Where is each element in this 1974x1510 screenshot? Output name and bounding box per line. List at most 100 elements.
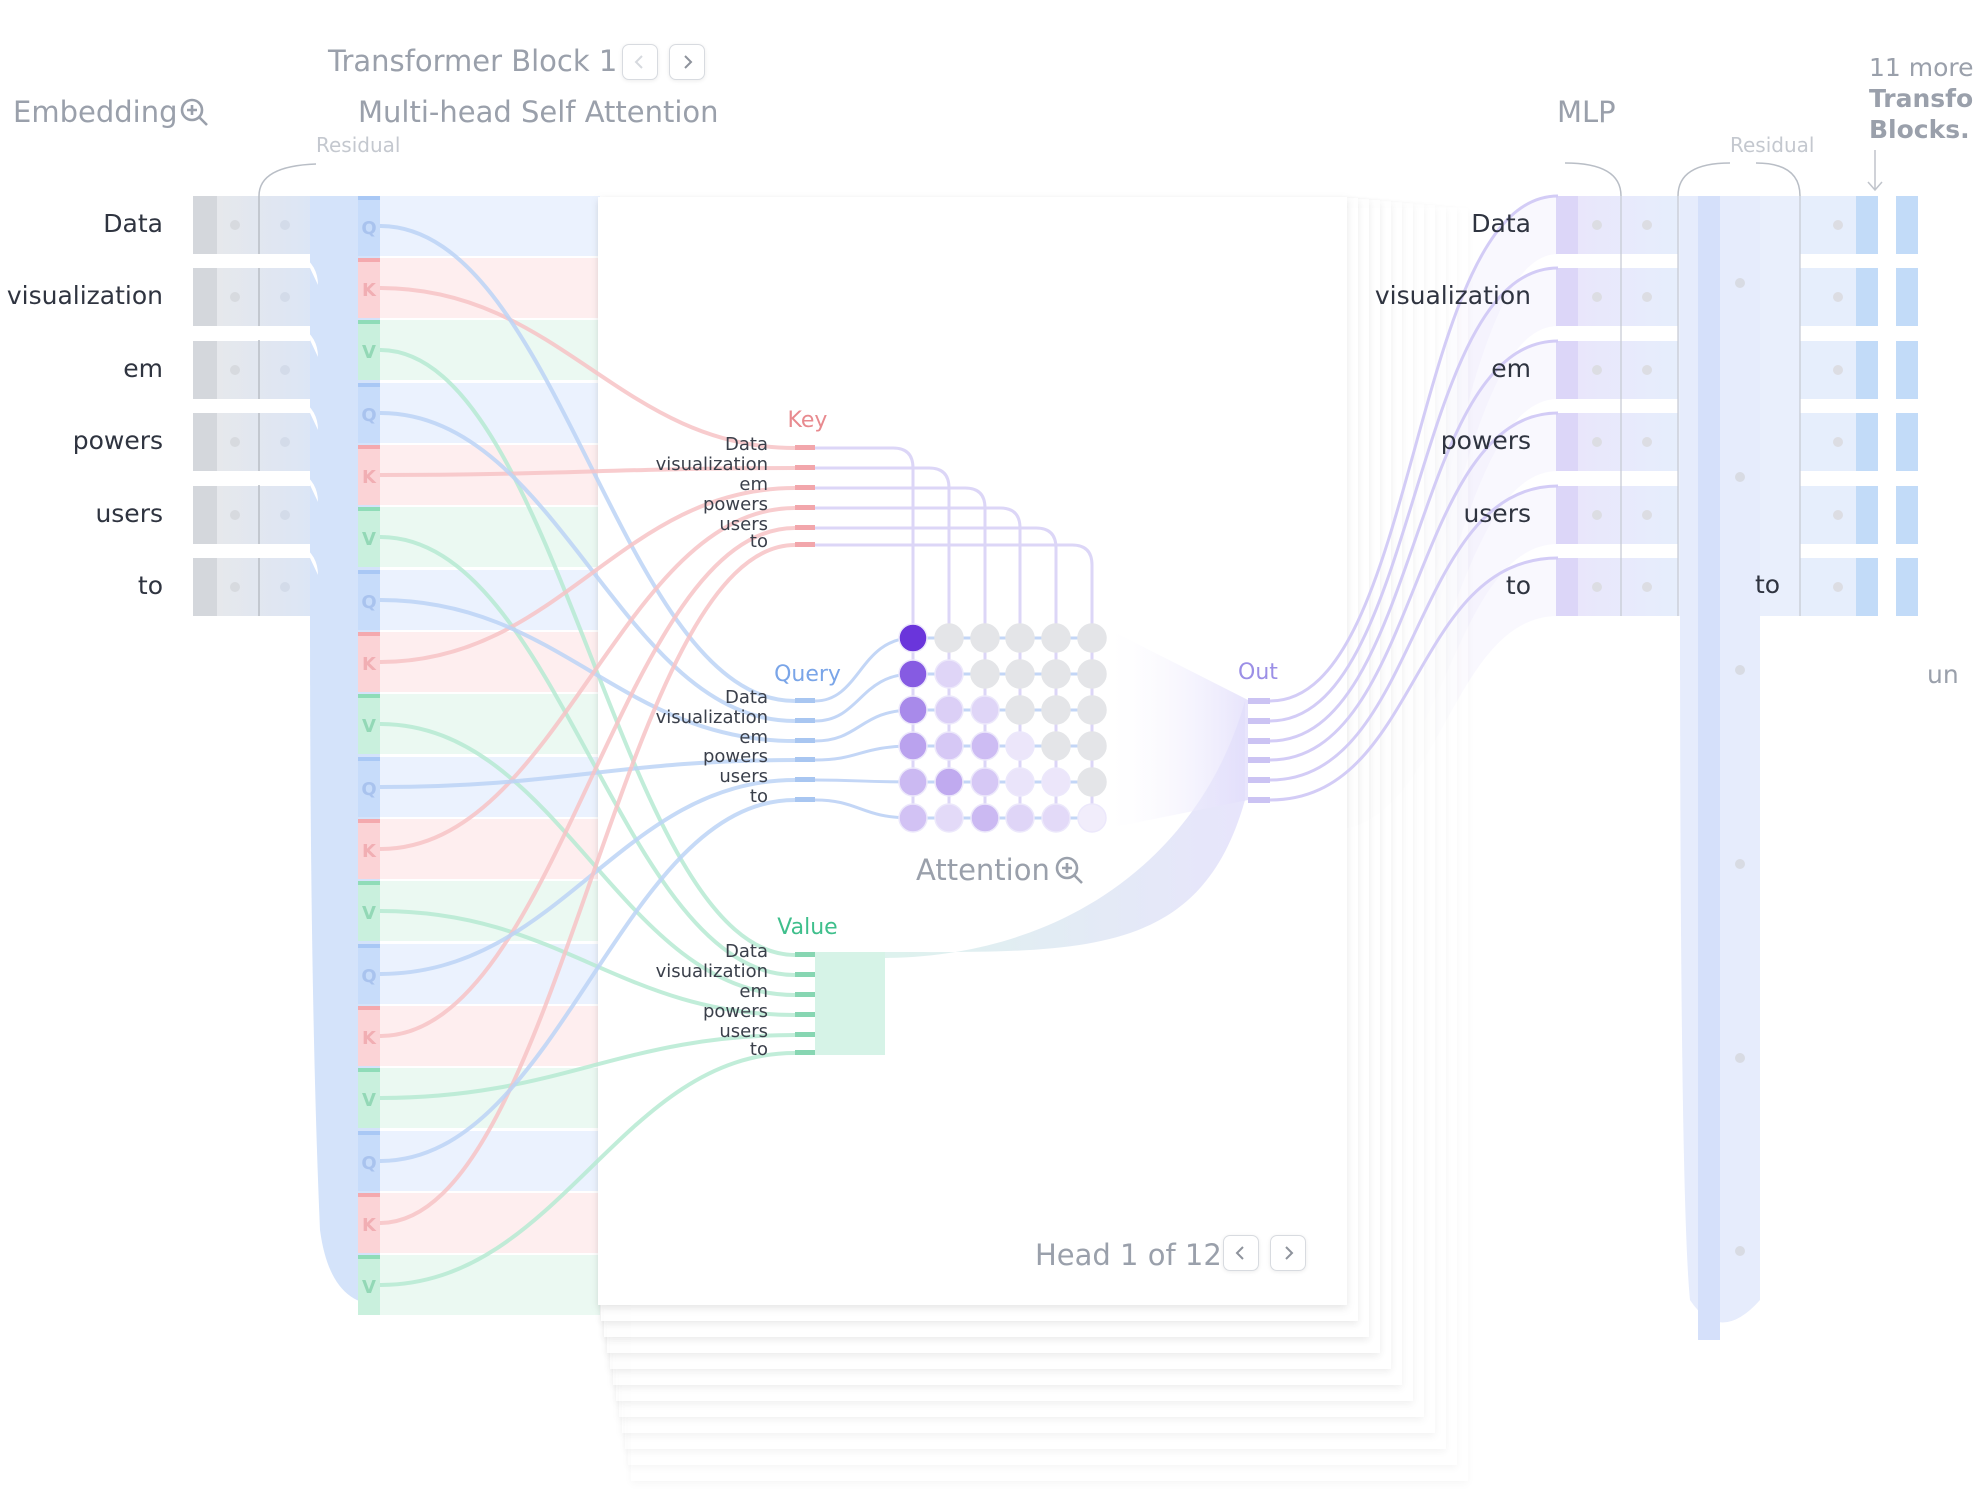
next-block-cell — [1856, 196, 1878, 254]
mlp-dot — [1642, 582, 1652, 592]
mlp-output-vector — [1800, 196, 1856, 254]
query-token-label: users — [719, 766, 768, 787]
out-label: Out — [1238, 660, 1278, 685]
embedding-dot — [230, 510, 240, 520]
next-head-button[interactable] — [1270, 1235, 1306, 1271]
embedding-dot — [230, 582, 240, 592]
out-tick — [1248, 757, 1270, 763]
residual-bracket — [1677, 162, 1801, 197]
attention-cell — [934, 767, 964, 797]
value-tick — [795, 972, 815, 977]
qkv-vector — [380, 196, 600, 256]
value-block — [815, 952, 885, 1055]
qkv-cell — [358, 1193, 380, 1253]
residual-label-mlp: Residual — [1730, 133, 1815, 157]
attention-zoom-button[interactable] — [1053, 854, 1087, 888]
key-flow — [379, 286, 796, 450]
mlp-dot — [1833, 365, 1843, 375]
residual-label: Residual — [316, 133, 401, 157]
qkv-divider — [358, 507, 380, 511]
out-tick — [1248, 698, 1270, 704]
attention-cell — [1077, 731, 1107, 761]
embedding-dot — [280, 582, 290, 592]
value-flow — [379, 722, 796, 997]
attention-cell — [1041, 731, 1071, 761]
more-blocks-label[interactable]: 11 more Transfo Blocks. — [1869, 52, 1974, 145]
next-block-button[interactable] — [669, 44, 705, 80]
query-token-label: visualization — [655, 707, 768, 728]
chevron-left-icon — [1235, 1246, 1244, 1260]
row-gap — [193, 254, 318, 285]
value-flow — [379, 909, 796, 1017]
qkv-cell — [358, 1068, 380, 1128]
qkv-cell — [358, 507, 380, 567]
qkv-divider — [358, 320, 380, 324]
query-flow — [379, 411, 796, 723]
more-blocks-count: 11 more — [1869, 53, 1974, 82]
embedding-token-label: users — [95, 499, 163, 528]
qkv-divider — [358, 819, 380, 823]
qkv-letter-q: Q — [361, 592, 376, 613]
key-flow — [379, 486, 796, 664]
qkv-letter-q: Q — [361, 779, 376, 800]
attention-cell — [1005, 659, 1035, 689]
mlp-token-label: to — [1505, 571, 1531, 600]
next-block-cell — [1856, 268, 1878, 326]
next-block-cell — [1856, 486, 1878, 544]
prev-head-button[interactable] — [1223, 1235, 1259, 1271]
key-tick — [795, 485, 815, 490]
attention-cell — [1077, 803, 1107, 833]
multi-head-attention-title: Multi-head Self Attention — [358, 95, 719, 129]
mlp-token-label: em — [1491, 354, 1531, 383]
mlp-output-vector — [1800, 268, 1856, 326]
value-tick — [795, 952, 815, 957]
qkv-divider — [358, 632, 380, 636]
next-block-cell — [1896, 196, 1918, 254]
key-label: Key — [787, 408, 828, 433]
embedding-dot — [280, 437, 290, 447]
prev-block-button[interactable] — [622, 44, 658, 80]
attention-cell — [1077, 659, 1107, 689]
mlp-dot — [1642, 292, 1652, 302]
mlp-dot — [1592, 220, 1602, 230]
row-gap — [193, 471, 318, 502]
mlp-output-vector — [1800, 558, 1856, 616]
qkv-divider — [358, 383, 380, 387]
embedding-cell — [193, 196, 217, 254]
query-flow — [379, 224, 796, 703]
qkv-cell — [358, 445, 380, 505]
value-label: Value — [777, 915, 838, 940]
value-token-label: powers — [702, 1001, 768, 1022]
query-flow — [379, 798, 796, 1163]
mlp-dot — [1642, 365, 1652, 375]
qkv-letter-q: Q — [361, 218, 376, 239]
out-to-mlp-flow — [1269, 266, 1559, 723]
chevron-right-icon — [684, 55, 693, 69]
mlp-dot — [1592, 510, 1602, 520]
qkv-cell — [358, 694, 380, 754]
out-tick — [1248, 777, 1270, 783]
mlp-input-cell — [1556, 486, 1578, 544]
qkv-divider — [358, 1068, 380, 1072]
mlp-token-label: visualization — [1374, 281, 1531, 310]
zoom-in-icon — [180, 98, 208, 126]
qkv-vector — [380, 1131, 600, 1191]
qkv-vector — [380, 632, 600, 692]
embedding-dot — [280, 292, 290, 302]
key-token-label: to — [749, 531, 768, 552]
embedding-zoom-button[interactable] — [178, 96, 212, 130]
qkv-letter-k: K — [362, 841, 377, 862]
mlp-dot — [1592, 437, 1602, 447]
query-tick — [795, 698, 815, 703]
residual-bracket — [1564, 162, 1622, 197]
more-blocks-blocks: Blocks. — [1869, 115, 1970, 144]
query-token-label: powers — [702, 746, 768, 767]
key-tick — [795, 525, 815, 530]
residual-bracket — [258, 163, 317, 197]
out-tick — [1248, 738, 1270, 744]
head-counter: Head 1 of 12 — [1035, 1238, 1222, 1272]
qkv-cell — [358, 1131, 380, 1191]
qkv-cell — [358, 757, 380, 817]
qkv-cell — [358, 383, 380, 443]
qkv-cell — [358, 320, 380, 380]
